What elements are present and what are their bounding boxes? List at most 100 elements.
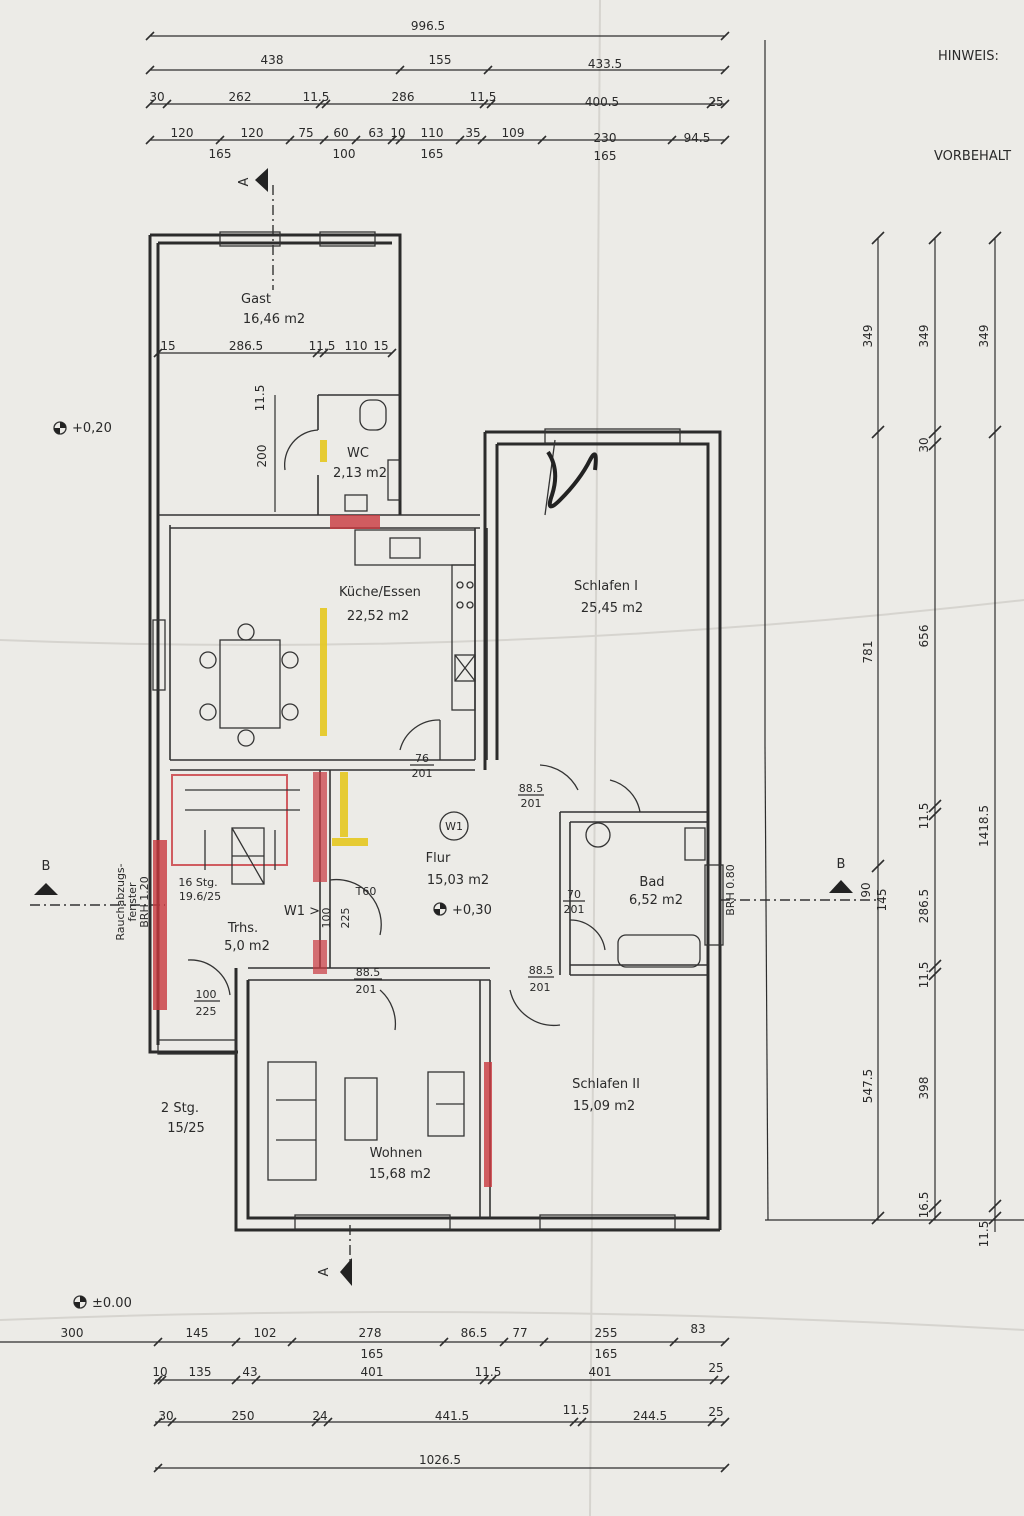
dim-top-4-sub-c: 165 bbox=[421, 147, 444, 161]
dim-right-c2g: 11.5 bbox=[917, 962, 931, 989]
section-a-bottom-label: A bbox=[317, 1267, 332, 1276]
dim-top-4-sub-d: 165 bbox=[594, 149, 617, 163]
dim-right-c2f: 145 bbox=[875, 889, 889, 912]
dim-top-3c: 11.5 bbox=[303, 90, 330, 104]
door3-h: 201 bbox=[564, 903, 585, 916]
room-wc-area: 2,13 m2 bbox=[333, 466, 387, 481]
right-dimension-lines: 349 781 547.5 349 30 656 11.5 90 145 11.… bbox=[764, 40, 1024, 1248]
dim-right-c2i: 16.5 bbox=[917, 1192, 931, 1219]
dim-top-4d: 60 bbox=[333, 126, 348, 140]
room-wohnen-name: Wohnen bbox=[370, 1146, 423, 1161]
dim-wc-v2: 200 bbox=[255, 445, 269, 468]
w1-tag-circle bbox=[439, 811, 469, 841]
door6-w: 100 bbox=[196, 988, 217, 1001]
dim-right-c1b: 781 bbox=[861, 641, 875, 664]
dim-gast-d: 110 bbox=[345, 339, 368, 353]
top-dimension-lines: 996.5 438 155 433.5 30 262 11.5 286 11.5… bbox=[145, 19, 730, 163]
door2-w: 88.5 bbox=[519, 782, 544, 795]
wohnen-furniture bbox=[267, 1061, 465, 1181]
door7-w: 100 bbox=[320, 908, 333, 929]
dim-bottom-2a: 10 bbox=[152, 1365, 167, 1379]
dim-bottom-1h: 83 bbox=[690, 1322, 705, 1336]
dim-top-2a: 438 bbox=[261, 53, 284, 67]
gast-inner-dims: 15 286.5 11.5 110 15 11.5 200 bbox=[153, 339, 397, 512]
dim-right-c2d: 11.5 bbox=[917, 803, 931, 830]
wc-fixtures bbox=[344, 399, 387, 512]
dim-right-c3a: 349 bbox=[977, 325, 991, 348]
dim-top-4c: 75 bbox=[298, 126, 313, 140]
dim-top-4b: 120 bbox=[241, 126, 264, 140]
door4-w: 88.5 bbox=[356, 966, 381, 979]
dim-top-1: 996.5 bbox=[411, 19, 445, 33]
dim-top-4h: 35 bbox=[465, 126, 480, 140]
smoke-window-line3: BRH 1.20 bbox=[138, 876, 151, 927]
section-a-top-label: A bbox=[237, 177, 252, 186]
dim-right-c2a: 349 bbox=[917, 325, 931, 348]
dim-bottom-3c: 24 bbox=[312, 1409, 327, 1423]
room-labels: Gast 16,46 m2 WC 2,13 m2 Küche/Essen 22,… bbox=[224, 292, 683, 1182]
dim-right-c3d: 11.5 bbox=[977, 1221, 991, 1248]
dim-right-c3c: 1418.5 bbox=[977, 805, 991, 847]
levels: +0,20 +0,30 ±0.00 bbox=[53, 421, 492, 1311]
smoke-window-line1: Rauchabzugs- bbox=[114, 863, 127, 940]
dim-bottom-1a: 300 bbox=[61, 1326, 84, 1340]
door5-h: 201 bbox=[530, 981, 551, 994]
dim-bottom-1-sub-a: 165 bbox=[361, 1347, 384, 1361]
doors bbox=[187, 429, 641, 1031]
note-vorbehalt: VORBEHALT bbox=[934, 149, 1011, 164]
dim-top-4i: 109 bbox=[502, 126, 525, 140]
dim-top-3f: 400.5 bbox=[585, 95, 619, 109]
dim-top-4-sub-a: 165 bbox=[209, 147, 232, 161]
walls bbox=[148, 233, 722, 1232]
w1-arrow-label: W1 > bbox=[284, 904, 320, 919]
stairs-main: 16 Stg. bbox=[178, 876, 217, 889]
level-outside-left: +0,20 bbox=[72, 421, 112, 436]
room-flur-name: Flur bbox=[426, 851, 451, 866]
room-gast-name: Gast bbox=[241, 292, 271, 307]
stairs-main-ratio: 19.6/25 bbox=[179, 890, 221, 903]
dim-gast-e: 15 bbox=[373, 339, 388, 353]
dim-bottom-4: 1026.5 bbox=[419, 1453, 461, 1467]
room-schlafen1-area: 25,45 m2 bbox=[581, 601, 643, 616]
dim-right-c1a: 349 bbox=[861, 325, 875, 348]
dim-top-4f: 10 bbox=[390, 126, 405, 140]
dim-right-c2e: 90 bbox=[859, 882, 873, 897]
room-kueche-area: 22,52 m2 bbox=[347, 609, 409, 624]
dim-gast-a: 15 bbox=[160, 339, 175, 353]
kitchen-table bbox=[199, 623, 299, 747]
dim-right-c2h: 398 bbox=[917, 1077, 931, 1100]
door5-w: 88.5 bbox=[529, 964, 554, 977]
door1-h: 201 bbox=[412, 767, 433, 780]
bad-window-brh: BRH 0.80 bbox=[724, 864, 737, 915]
dim-bottom-3d: 441.5 bbox=[435, 1409, 469, 1423]
dim-bottom-2d: 401 bbox=[361, 1365, 384, 1379]
dim-bottom-3e: 11.5 bbox=[563, 1403, 590, 1417]
windows bbox=[152, 231, 724, 1230]
colored-markers bbox=[153, 440, 492, 1187]
room-trhs-area: 5,0 m2 bbox=[224, 939, 270, 954]
door-t60: T60 bbox=[355, 885, 377, 898]
dim-top-4-sub-b: 100 bbox=[333, 147, 356, 161]
door7-h: 225 bbox=[339, 908, 352, 929]
dim-top-3b: 262 bbox=[229, 90, 252, 104]
room-gast-area: 16,46 m2 bbox=[243, 312, 305, 327]
section-b-left: B bbox=[30, 859, 165, 906]
dim-top-3a: 30 bbox=[149, 90, 164, 104]
dim-bottom-3g: 25 bbox=[708, 1405, 723, 1419]
dim-bottom-1-sub-b: 165 bbox=[595, 1347, 618, 1361]
dim-top-2b: 155 bbox=[429, 53, 452, 67]
room-kueche-name: Küche/Essen bbox=[339, 585, 421, 600]
dim-bottom-1d: 278 bbox=[359, 1326, 382, 1340]
dim-top-3d: 286 bbox=[392, 90, 415, 104]
dim-top-4g: 110 bbox=[421, 126, 444, 140]
section-b-right-label: B bbox=[837, 857, 846, 872]
room-schlafen1-name: Schlafen I bbox=[574, 579, 638, 594]
room-bad-name: Bad bbox=[639, 875, 664, 890]
window-text: Rauchabzugs- fenster BRH 1.20 BRH 0.80 bbox=[114, 863, 737, 940]
dim-bottom-1f: 77 bbox=[512, 1326, 527, 1340]
dim-bottom-2c: 43 bbox=[242, 1365, 257, 1379]
dim-top-4e: 63 bbox=[368, 126, 383, 140]
